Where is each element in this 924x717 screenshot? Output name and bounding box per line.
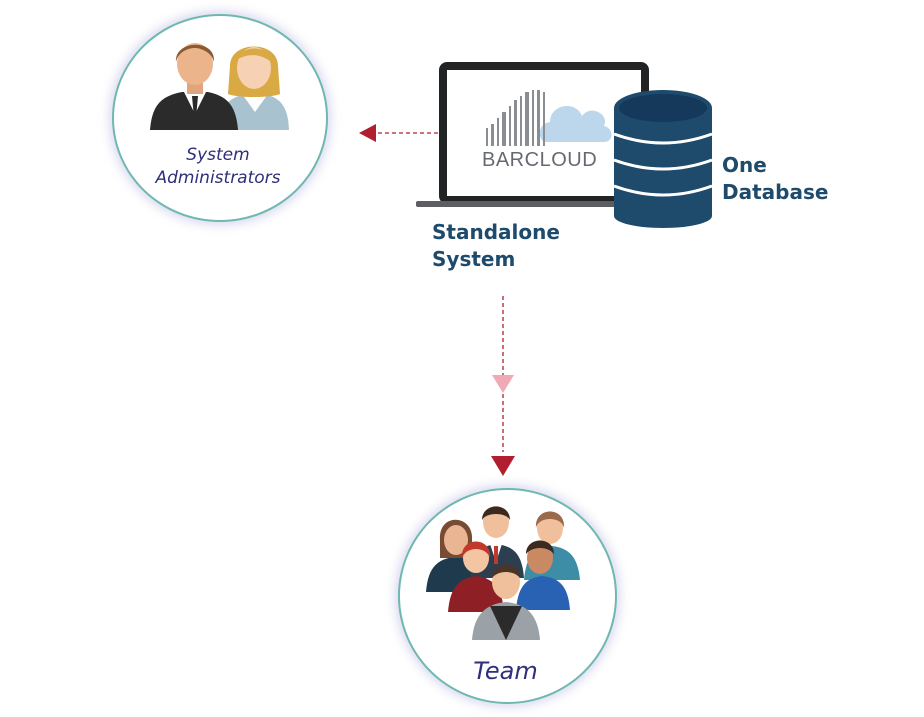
admins-group-icon xyxy=(150,43,289,130)
team-label: Team xyxy=(473,657,538,685)
database-label-line2: Database xyxy=(722,180,829,204)
standalone-label-line2: System xyxy=(432,247,516,271)
standalone-label-line1: Standalone xyxy=(432,220,560,244)
arrowhead-admins xyxy=(359,124,376,142)
laptop-icon xyxy=(416,62,652,207)
database-label-line1: One xyxy=(722,153,767,177)
admins-label-line2: Administrators xyxy=(155,168,281,188)
brand-logo-text: BARCLOUD xyxy=(482,149,598,171)
arrowhead-team xyxy=(491,456,515,476)
admins-label: System Administrators xyxy=(112,144,324,190)
cloud-icon xyxy=(539,105,612,142)
barcode-icon xyxy=(486,90,545,146)
database-label: One Database xyxy=(722,152,828,206)
arrowhead-midway xyxy=(492,375,514,393)
standalone-system-label: Standalone System xyxy=(432,219,560,273)
database-icon xyxy=(613,90,713,228)
team-group-icon xyxy=(426,506,580,640)
admins-label-line1: System xyxy=(186,145,250,165)
